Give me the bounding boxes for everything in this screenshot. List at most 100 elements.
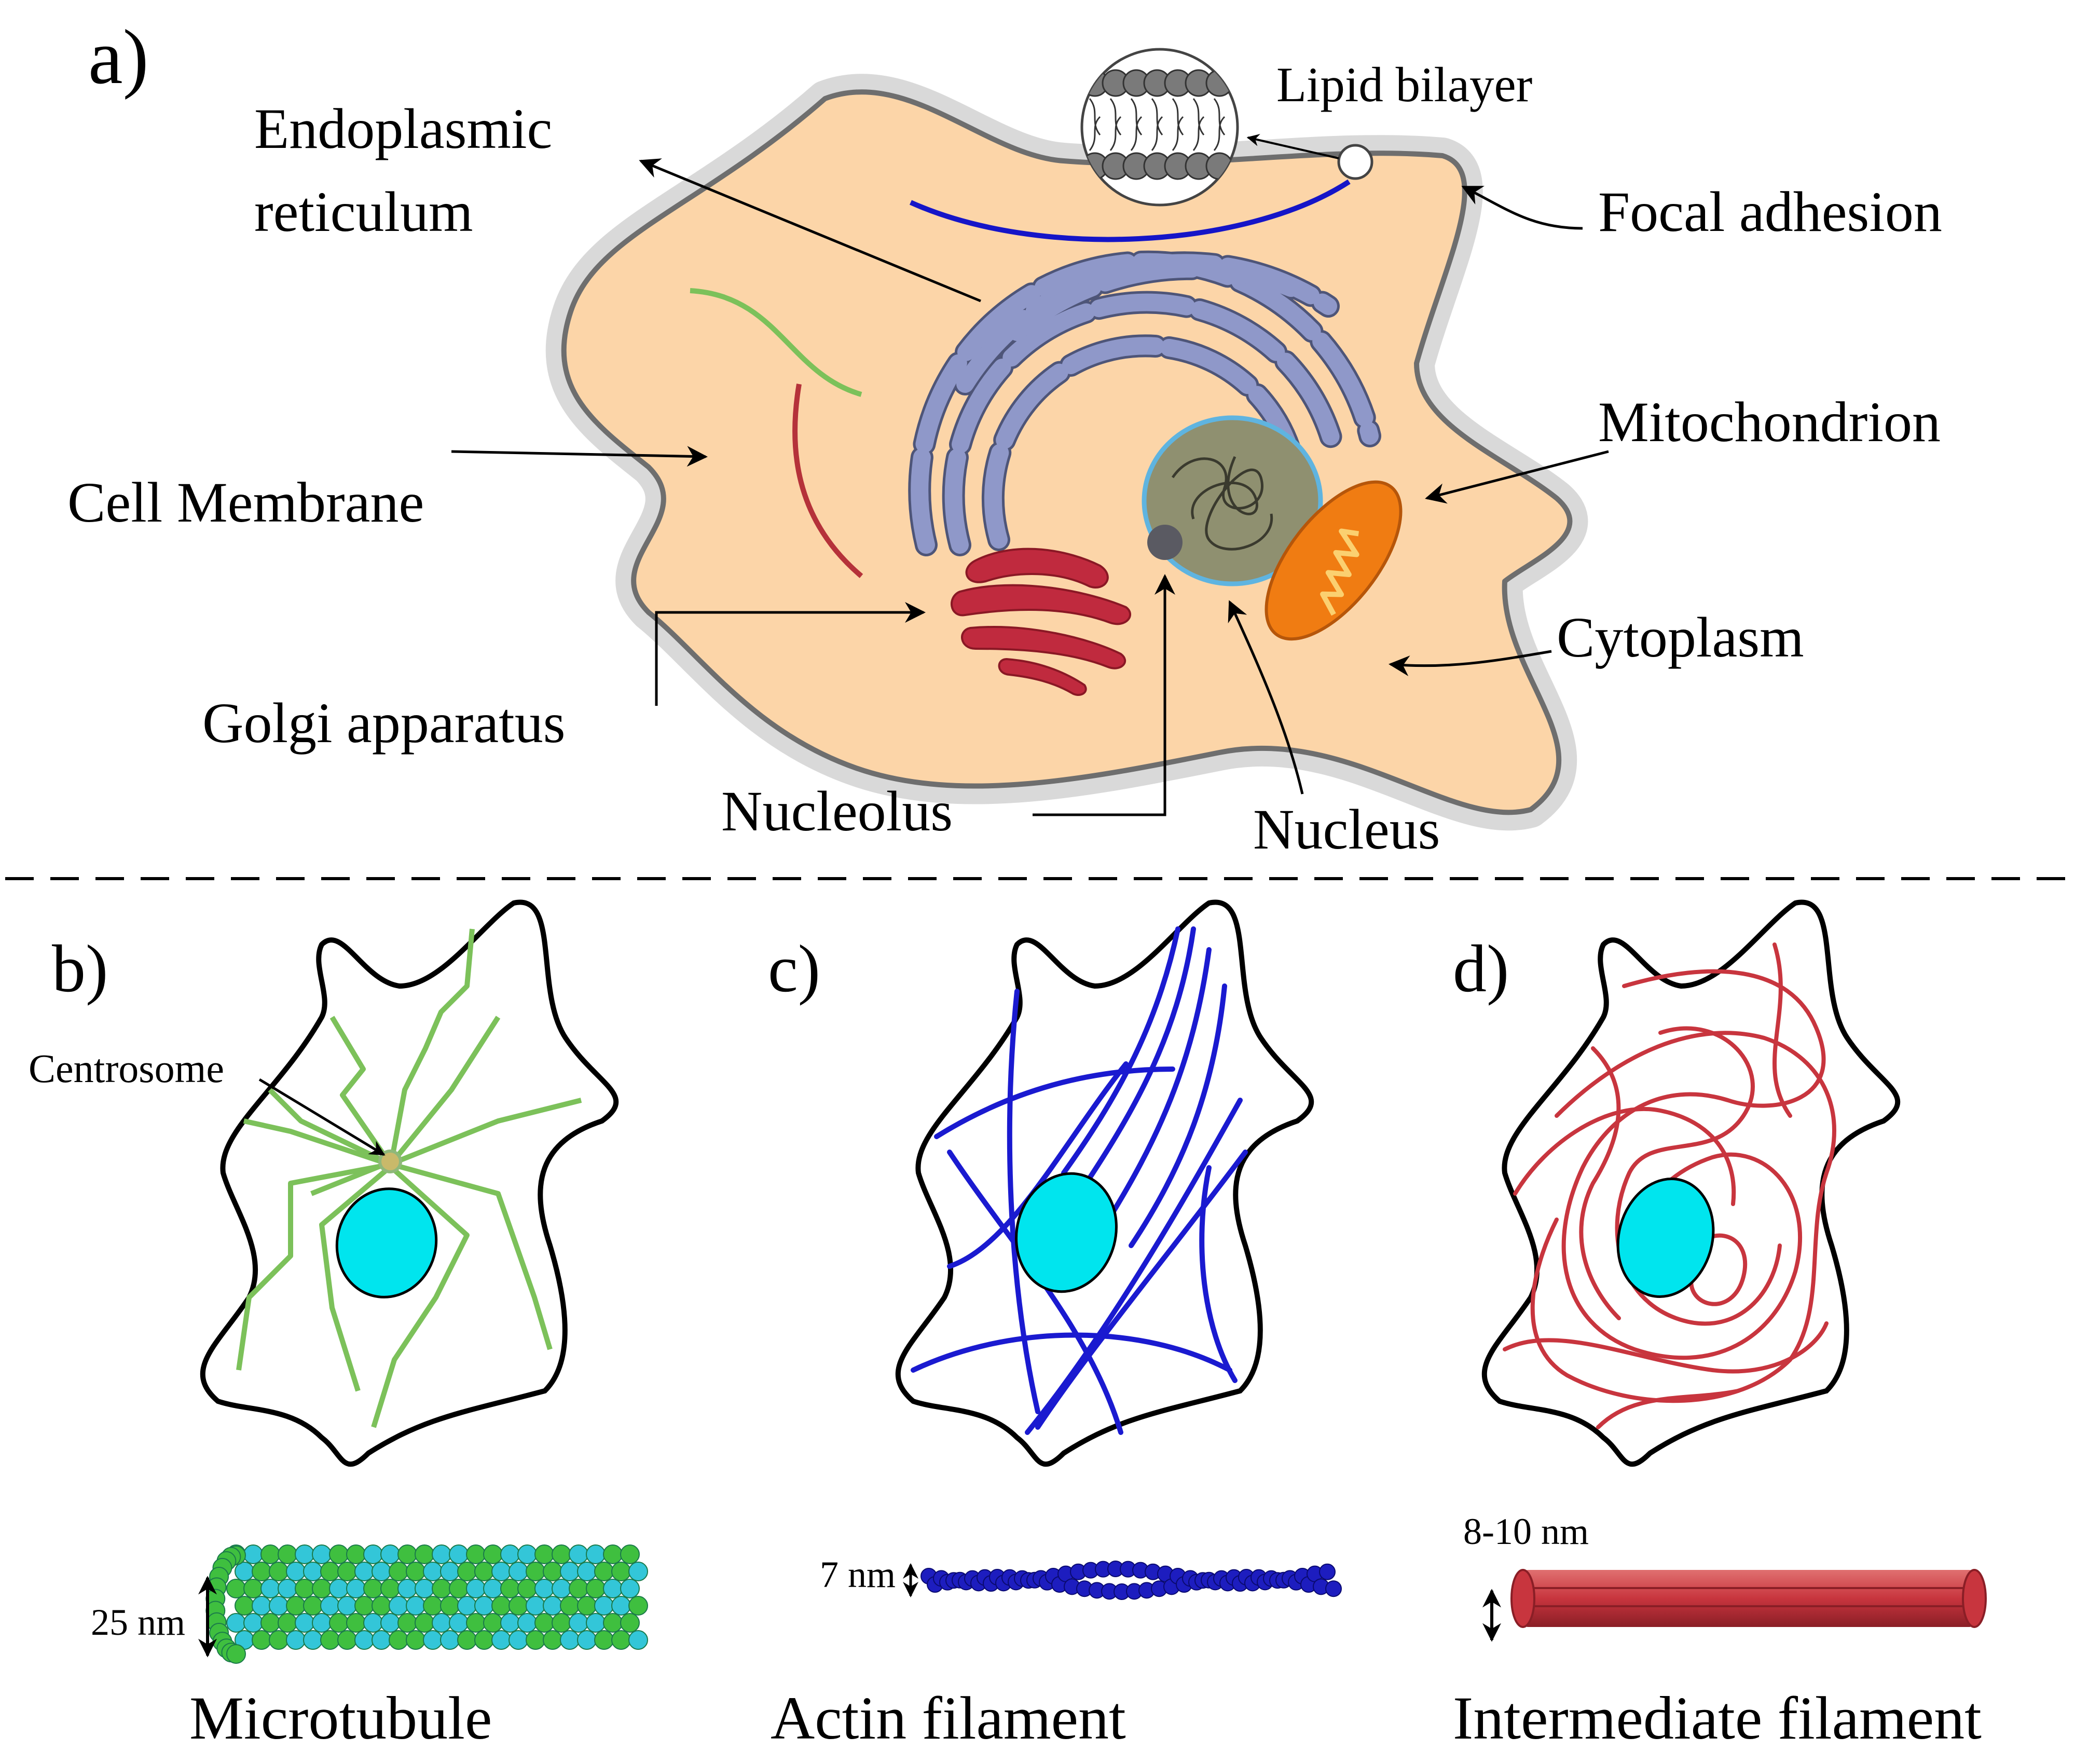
tubulin-bead: [372, 1562, 391, 1581]
centrosome: [378, 1150, 402, 1173]
tubulin-bead: [577, 1630, 597, 1650]
tubulin-bead: [406, 1596, 425, 1616]
tubulin-bead: [440, 1630, 460, 1650]
tubulin-bead: [286, 1596, 306, 1616]
cell-body: [545, 74, 1588, 831]
tubulin-bead: [509, 1596, 528, 1616]
tubulin-bead: [423, 1630, 443, 1650]
tubulin-bead: [466, 1613, 486, 1633]
tubulin-bead: [586, 1579, 606, 1598]
tubulin-bead: [260, 1544, 280, 1564]
tubulin-bead: [260, 1613, 280, 1633]
actin-bead: [1325, 1580, 1342, 1597]
small-nucleus-b: [335, 1187, 438, 1298]
tubulin-bead: [577, 1562, 597, 1581]
cytoplasm: [561, 89, 1573, 815]
tubulin-bead: [312, 1613, 332, 1633]
tubulin-bead: [372, 1596, 391, 1616]
cell-outline-c: [895, 899, 1314, 1467]
green-strand: [690, 288, 862, 397]
label-intermediate: Intermediate filament: [1453, 1684, 1982, 1752]
tubulin-bead: [552, 1544, 571, 1564]
tubulin-bead: [346, 1613, 366, 1633]
label-focal-adhesion: Focal adhesion: [1598, 180, 1942, 243]
lipid-bilayer-inset: [1080, 48, 1373, 207]
blue-strand: [909, 179, 1351, 242]
panel-b-label: b): [52, 932, 108, 1006]
tubulin-bead: [594, 1596, 614, 1616]
tubulin-bead: [586, 1544, 606, 1564]
tubulin-bead: [243, 1579, 263, 1598]
small-nucleus-d: [1616, 1178, 1715, 1298]
intermediate-filaments: [1503, 942, 1836, 1429]
tubulin-bead: [611, 1596, 631, 1616]
tubulin-bead: [534, 1579, 554, 1598]
tubulin-bead: [363, 1544, 383, 1564]
small-nucleus-c: [1015, 1172, 1118, 1293]
panel-a-label: a): [88, 14, 149, 100]
tubulin-bead: [509, 1630, 528, 1650]
tubulin-bead: [526, 1630, 545, 1650]
tubulin-bead: [569, 1579, 588, 1598]
tubulin-bead: [295, 1613, 314, 1633]
tubulin-bead: [500, 1544, 520, 1564]
tubulin-bead: [457, 1630, 477, 1650]
tubulin-bead: [526, 1596, 545, 1616]
tubulin-bead: [363, 1579, 383, 1598]
tubulin-bead: [380, 1613, 400, 1633]
tubulin-bead: [560, 1562, 580, 1581]
tubulin-bead: [449, 1613, 469, 1633]
tubulin-bead: [466, 1579, 486, 1598]
tubulin-bead: [312, 1544, 332, 1564]
tubulin-bead: [329, 1613, 349, 1633]
tubulin-bead: [363, 1613, 383, 1633]
tubulin-bead: [252, 1630, 271, 1650]
tubulin-bead: [337, 1596, 357, 1616]
golgi-apparatus: [951, 548, 1131, 696]
actin-bead: [1319, 1563, 1336, 1580]
tubulin-bead: [329, 1579, 349, 1598]
tubulin-bead: [380, 1544, 400, 1564]
tubulin-bead: [269, 1630, 288, 1650]
tubulin-bead: [517, 1579, 537, 1598]
tubulin-bead: [337, 1630, 357, 1650]
tubulin-bead: [534, 1544, 554, 1564]
tubulin-bead: [389, 1562, 408, 1581]
tubulin-bead: [406, 1630, 425, 1650]
tubulin-bead: [346, 1544, 366, 1564]
panel-c: c) 7 nm Actin filament: [768, 899, 1342, 1752]
tubulin-bead: [457, 1562, 477, 1581]
tubulin-bead: [543, 1596, 562, 1616]
label-microtubule: Microtubule: [189, 1684, 492, 1752]
tubulin-bead: [594, 1630, 614, 1650]
tubulin-bead: [526, 1562, 545, 1581]
microtubule-model: [205, 1544, 648, 1664]
tubulin-bead: [303, 1630, 323, 1650]
tubulin-bead: [466, 1544, 486, 1564]
tubulin-bead: [320, 1596, 340, 1616]
tubulin-bead: [389, 1596, 408, 1616]
tubulin-bead: [415, 1579, 434, 1598]
tubulin-bead: [354, 1596, 374, 1616]
tubulin-bead: [543, 1630, 562, 1650]
tubulin-bead: [226, 1644, 246, 1664]
tubulin-bead: [389, 1630, 408, 1650]
tubulin-bead: [320, 1630, 340, 1650]
actin-model: [920, 1561, 1342, 1600]
tubulin-bead: [397, 1544, 417, 1564]
tubulin-bead: [278, 1613, 297, 1633]
tubulin-bead: [346, 1579, 366, 1598]
tubulin-bead: [252, 1562, 271, 1581]
tubulin-bead: [491, 1596, 511, 1616]
label-actin: Actin filament: [771, 1684, 1126, 1752]
tubulin-bead: [603, 1544, 623, 1564]
label-mitochondrion: Mitochondrion: [1598, 390, 1941, 454]
tubulin-bead: [260, 1579, 280, 1598]
tubulin-bead: [560, 1630, 580, 1650]
tubulin-bead: [543, 1562, 562, 1581]
red-strand: [792, 384, 863, 578]
tubulin-bead: [440, 1596, 460, 1616]
tubulin-bead: [517, 1544, 537, 1564]
label-nucleolus: Nucleolus: [721, 780, 953, 843]
